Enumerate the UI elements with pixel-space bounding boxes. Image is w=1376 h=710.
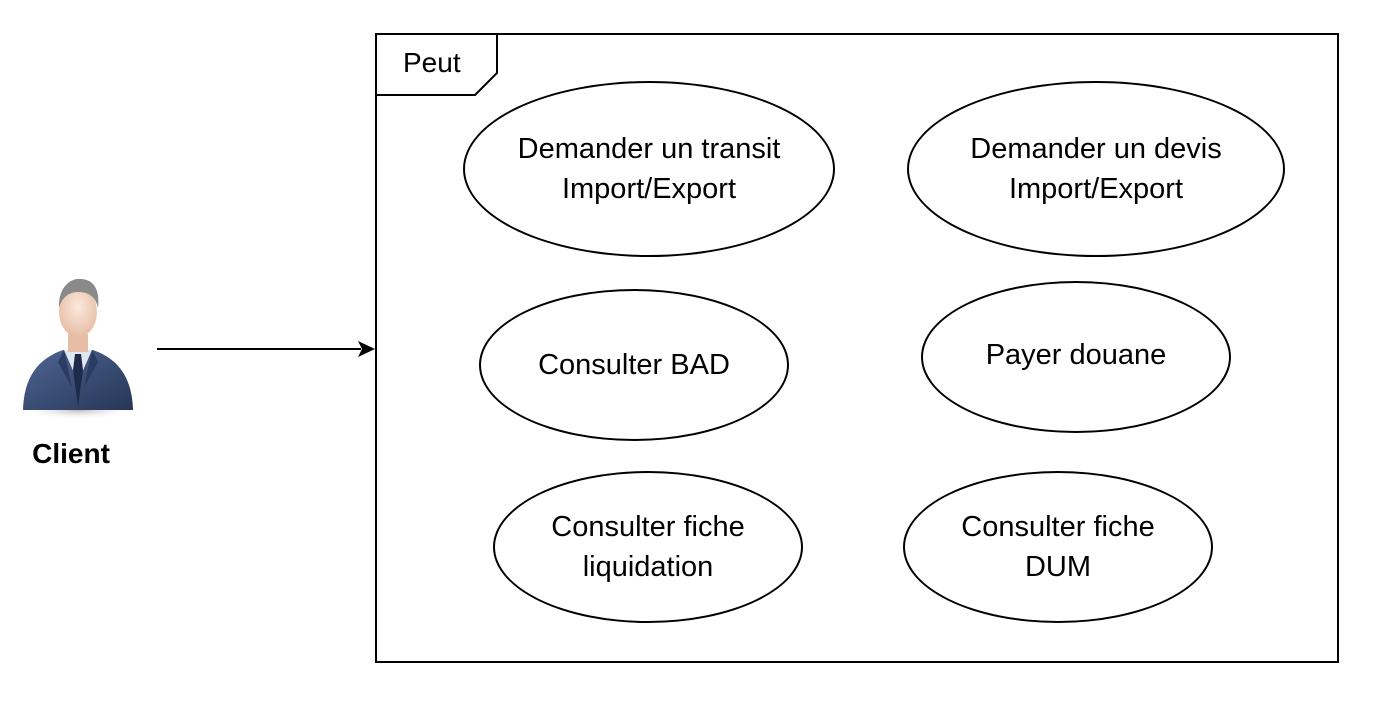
use-case-demander-devis[interactable]: Demander un devis Import/Export bbox=[907, 81, 1285, 257]
association-arrow bbox=[157, 341, 375, 357]
frame-label: Peut bbox=[403, 47, 461, 78]
frame-tag-shape bbox=[377, 35, 498, 96]
use-case-label: Demander un devis Import/Export bbox=[970, 133, 1222, 205]
use-case-label: Consulter fiche liquidation bbox=[551, 511, 745, 583]
use-case-label: Consulter fiche DUM bbox=[961, 511, 1155, 583]
use-case-label: Demander un transit Import/Export bbox=[517, 133, 781, 205]
use-case-consulter-dum[interactable]: Consulter fiche DUM bbox=[903, 471, 1213, 623]
businessman-icon bbox=[20, 278, 136, 420]
use-case-consulter-liquidation[interactable]: Consulter fiche liquidation bbox=[493, 471, 803, 623]
use-case-label: Consulter BAD bbox=[538, 349, 730, 381]
actor-label: Client bbox=[32, 438, 110, 469]
use-case-demander-transit[interactable]: Demander un transit Import/Export bbox=[463, 81, 835, 257]
use-case-consulter-bad[interactable]: Consulter BAD bbox=[479, 289, 789, 441]
system-frame: Peut Demander un transit Import/Export D… bbox=[375, 33, 1339, 663]
use-case-label: Payer douane bbox=[985, 339, 1167, 371]
use-case-payer-douane[interactable]: Payer douane bbox=[921, 281, 1231, 433]
